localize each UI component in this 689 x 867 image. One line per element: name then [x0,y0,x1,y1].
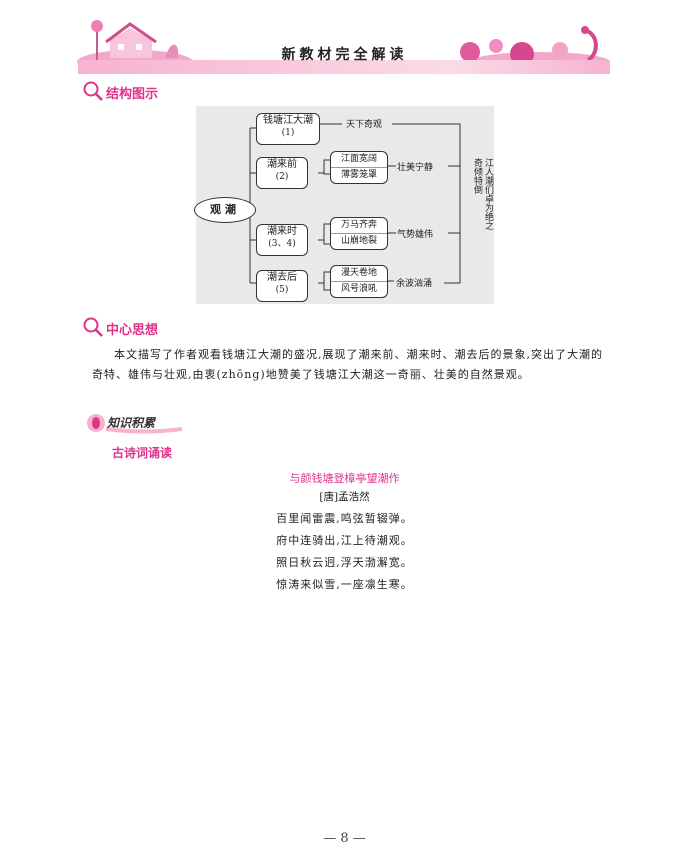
diagram-summary: 江人潮们卓为绝之奇倾特倒 [472,158,493,230]
poem-title: 与颜钱塘登樟亭望潮作 [289,472,400,485]
detail-n1: 天下奇观 [346,120,383,130]
node-paragraph: (3、4) [268,239,296,249]
detail-item: 山崩地裂 [331,233,387,249]
knowledge-banner-shape [87,414,183,434]
poem-line: 惊涛来似雪,一座凛生寒。 [276,578,413,591]
node-label: 钱塘江大潮 [263,115,313,126]
page-header-title: 新教材完全解读 [281,47,408,63]
node-paragraph: (5) [275,285,289,295]
detail-item: 江面宽阔 [340,154,377,164]
magnifier-icon [83,317,103,337]
section-title-knowledge: 知识积累 [107,416,156,430]
poem-author: [唐]孟浩然 [319,491,370,503]
node-label: 潮来时 [267,226,297,237]
detail-pair-n3: 万马齐奔 山崩地裂 [330,217,388,250]
central-idea-paragraph: 本文描写了作者观看钱塘江大潮的盛况,展现了潮来前、潮来时、潮去后的景象,突出了大… [92,348,603,381]
node-paragraph: (1) [281,128,295,138]
poem-line: 府中连骑出,江上待潮观。 [276,534,413,547]
result-n2: 壮美宁静 [397,163,434,173]
header-bar [78,60,610,74]
diagram-node-3: 潮来时 (3、4) [256,224,308,256]
magnifier-icon [83,81,103,101]
poem-line: 照日秋云迥,浮天渤澥宽。 [276,556,413,569]
result-n4: 余波汹涌 [396,279,433,289]
node-label: 潮来前 [267,159,297,170]
section-title-structure: 结构图示 [106,87,159,102]
node-label: 潮去后 [267,272,297,283]
section-title-central-idea: 中心思想 [106,323,159,338]
section-central-idea [82,316,104,342]
subsection-poetry: 古诗词诵读 [112,446,173,460]
detail-item: 万马齐奔 [340,220,377,230]
poem-line: 百里闻雷震,鸣弦暂辍弹。 [276,512,413,525]
section-structure [82,80,104,106]
page-number: — 8 — [323,831,366,846]
detail-item: 漫天卷地 [340,268,377,278]
detail-pair-n2: 江面宽阔 薄雾笼罩 [330,151,388,184]
diagram-center-node: 观潮 [194,197,256,223]
knowledge-banner [84,412,184,434]
detail-item: 风号浪吼 [331,281,387,297]
diagram-connectors [244,123,461,291]
detail-pair-n4: 漫天卷地 风号浪吼 [330,265,388,298]
node-paragraph: (2) [275,172,289,182]
diagram-node-1: 钱塘江大潮 (1) [256,113,320,145]
detail-item: 薄雾笼罩 [331,167,387,183]
diagram-node-2: 潮来前 (2) [256,157,308,189]
result-n3: 气势雄伟 [397,230,434,240]
diagram-node-4: 潮去后 (5) [256,270,308,302]
